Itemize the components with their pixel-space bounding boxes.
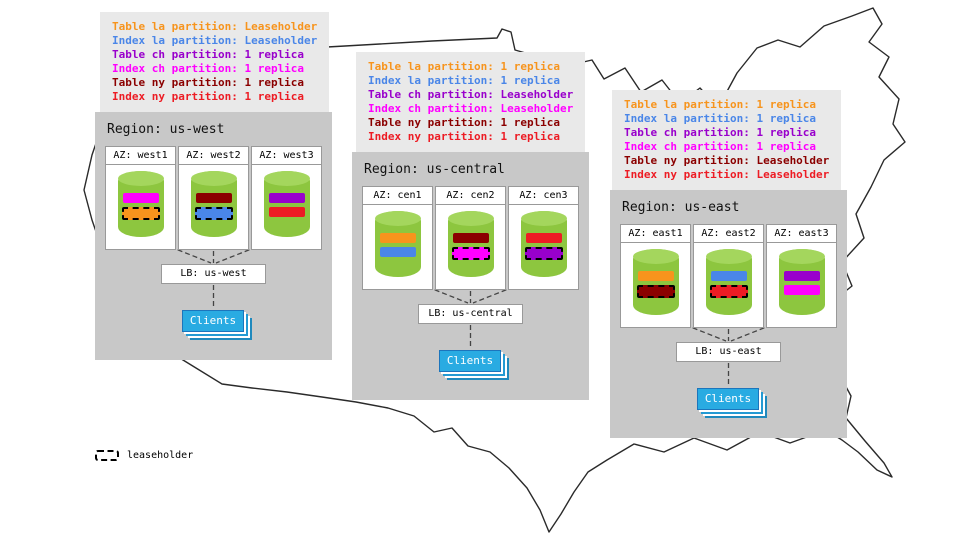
partition-replica-bar — [268, 193, 305, 203]
leaseholder-legend: leaseholder — [95, 450, 193, 461]
az-box: AZ: cen3 — [508, 186, 579, 290]
region-title: Region: us-west — [107, 122, 225, 137]
database-cylinder — [190, 171, 237, 237]
partition-replica-bar — [525, 233, 562, 243]
az-label: AZ: west2 — [179, 147, 248, 165]
az-label: AZ: east3 — [767, 225, 836, 243]
leaseholder-dashed-icon — [95, 450, 119, 461]
partition-replica-bar — [452, 233, 489, 243]
clients-box: Clients — [439, 350, 501, 372]
annotation-line: Table ny partition: 1 replica — [112, 76, 305, 89]
az-box: AZ: east3 — [766, 224, 837, 328]
az-box: AZ: west3 — [251, 146, 322, 250]
partition-replica-bar — [709, 285, 748, 298]
database-cylinder — [447, 211, 494, 277]
az-box: AZ: cen1 — [362, 186, 433, 290]
az-label: AZ: east1 — [621, 225, 690, 243]
annotation-box-us-west: Table la partition: Leaseholder Index la… — [100, 12, 330, 112]
partition-replica-bar — [121, 207, 160, 220]
database-cylinder — [374, 211, 421, 277]
database-cylinder — [705, 249, 752, 315]
az-label: AZ: cen2 — [436, 187, 505, 205]
database-cylinder — [520, 211, 567, 277]
annotation-line: Table la partition: Leaseholder — [112, 20, 318, 33]
load-balancer: LB: us-east — [676, 342, 781, 362]
leaseholder-legend-label: leaseholder — [127, 450, 194, 461]
region-us-central: Region: us-central AZ: cen1 AZ: cen2 — [352, 152, 589, 400]
clients-box: Clients — [697, 388, 759, 410]
annotation-line: Table ch partition: 1 replica — [624, 126, 817, 139]
az-box: AZ: west1 — [105, 146, 176, 250]
database-cylinder — [263, 171, 310, 237]
annotation-line: Table ny partition: 1 replica — [368, 116, 561, 129]
annotation-line: Table la partition: 1 replica — [624, 98, 817, 111]
load-balancer: LB: us-west — [161, 264, 266, 284]
annotation-line: Table ch partition: Leaseholder — [368, 88, 574, 101]
az-box: AZ: cen2 — [435, 186, 506, 290]
partition-replica-bar — [783, 285, 820, 295]
partition-replica-bar — [637, 271, 674, 281]
az-label: AZ: east2 — [694, 225, 763, 243]
annotation-line: Table ch partition: 1 replica — [112, 48, 305, 61]
annotation-box-us-east: Table la partition: 1 replica Index la p… — [612, 90, 842, 190]
az-box: AZ: east2 — [693, 224, 764, 328]
az-label: AZ: cen3 — [509, 187, 578, 205]
partition-replica-bar — [122, 193, 159, 203]
annotation-line: Index la partition: 1 replica — [368, 74, 561, 87]
region-title: Region: us-east — [622, 200, 740, 215]
annotation-line: Table la partition: 1 replica — [368, 60, 561, 73]
annotation-line: Index ny partition: 1 replica — [112, 90, 305, 103]
az-label: AZ: west3 — [252, 147, 321, 165]
database-cylinder — [632, 249, 679, 315]
annotation-line: Index ny partition: 1 replica — [368, 130, 561, 143]
region-us-west: Region: us-west AZ: west1 AZ: west2 — [95, 112, 332, 360]
database-cylinder — [778, 249, 825, 315]
partition-replica-bar — [451, 247, 490, 260]
database-cylinder — [117, 171, 164, 237]
partition-replica-bar — [268, 207, 305, 217]
clients-box: Clients — [182, 310, 244, 332]
region-us-east: Region: us-east AZ: east1 AZ: east2 — [610, 190, 847, 438]
partition-replica-bar — [194, 207, 233, 220]
partition-replica-bar — [379, 247, 416, 257]
annotation-line: Index ch partition: Leaseholder — [368, 102, 574, 115]
annotation-line: Index la partition: Leaseholder — [112, 34, 318, 47]
load-balancer: LB: us-central — [418, 304, 523, 324]
az-label: AZ: west1 — [106, 147, 175, 165]
partition-replica-bar — [783, 271, 820, 281]
az-box: AZ: west2 — [178, 146, 249, 250]
az-box: AZ: east1 — [620, 224, 691, 328]
annotation-line: Index ny partition: Leaseholder — [624, 168, 830, 181]
partition-replica-bar — [379, 233, 416, 243]
annotation-line: Index ch partition: 1 replica — [112, 62, 305, 75]
partition-replica-bar — [195, 193, 232, 203]
annotation-line: Index la partition: 1 replica — [624, 112, 817, 125]
annotation-box-us-central: Table la partition: 1 replica Index la p… — [356, 52, 586, 152]
region-title: Region: us-central — [364, 162, 505, 177]
annotation-line: Index ch partition: 1 replica — [624, 140, 817, 153]
partition-replica-bar — [710, 271, 747, 281]
az-label: AZ: cen1 — [363, 187, 432, 205]
partition-replica-bar — [636, 285, 675, 298]
partition-replica-bar — [524, 247, 563, 260]
annotation-line: Table ny partition: Leaseholder — [624, 154, 830, 167]
